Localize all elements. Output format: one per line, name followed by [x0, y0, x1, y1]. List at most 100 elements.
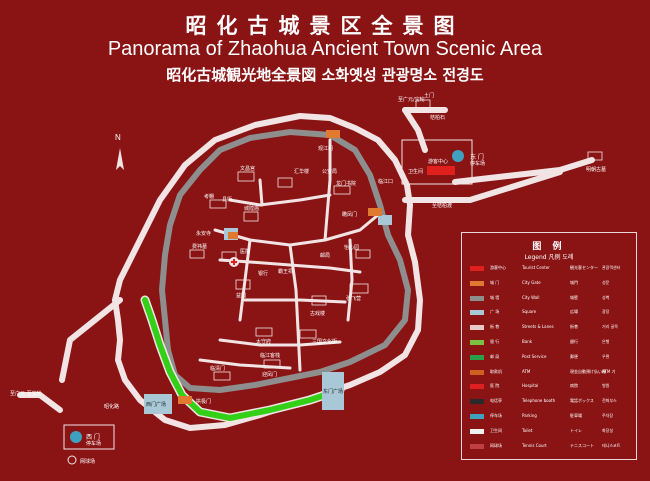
label-yongan: 永安寺 [196, 231, 212, 237]
label-zhangfei: 张飞营 [346, 296, 362, 302]
label-bank: 银行 [258, 271, 269, 277]
label-xiangxing: 城隍庙 [244, 206, 260, 212]
building-glyphs [189, 99, 603, 381]
legend-title: 图 例 [532, 242, 566, 252]
legend-text-en: Post Service [522, 353, 547, 359]
label-west-gate-area: 拱极门 [196, 399, 212, 405]
legend-swatch [470, 428, 484, 434]
legend-text-jp: 広場 [570, 309, 578, 315]
access-roads [17, 107, 595, 413]
legend-text-cn: 电话亭 [490, 398, 502, 404]
legend-text-cn: 医 院 [490, 383, 500, 389]
legend-text-jp: 観光客センター [570, 265, 598, 270]
label-tennis: 网球场 [80, 459, 96, 465]
label-zhaohua-road: 昭化路 [104, 404, 120, 410]
label-huihua: 汇华楼 [294, 169, 310, 175]
legend-swatch [470, 399, 484, 405]
legend-swatch [470, 295, 484, 301]
legend-row: 城 墙 City Wall 城壁 성벽 [470, 293, 634, 304]
legend-text-en: Hospital [522, 383, 539, 389]
label-yingfeng-road: 至桔柏渡 [432, 203, 453, 209]
legend-text-en: Square [522, 309, 537, 315]
legend-swatch [470, 266, 484, 271]
legend-text-en: Toilet [522, 427, 533, 433]
label-wenchang: 文昌宫 [240, 166, 256, 172]
legend-text-jp: 現金自動預け払い機 [570, 368, 606, 374]
label-baoning-gate: 瞻凤门 [342, 212, 358, 218]
legend-text-cn: 城 墙 [490, 294, 500, 300]
legend-text-kr: 광장 [602, 309, 610, 315]
legend-text-jp: 城門 [570, 279, 578, 285]
legend-text-jp: 銀行 [570, 339, 578, 344]
label-tourist-center: 游客中心 [428, 159, 449, 165]
east-gate-parking-area [401, 139, 473, 185]
label-guanghua-north: 至广元/宝轮 [398, 97, 425, 103]
square-marker-2 [378, 215, 392, 225]
label-yiyuan: 益园 [236, 293, 247, 299]
label-tuhuai: 土门 [424, 93, 435, 99]
legend-text-jp: 電話ボックス [570, 398, 594, 404]
west-gate-parking-area [63, 424, 115, 450]
title-chinese: 昭化古城景区全景图 [185, 13, 465, 38]
legend-text-cn: 银 行 [490, 339, 500, 344]
label-post: 邮局 [320, 253, 331, 259]
legend-text-cn: 广 场 [490, 309, 500, 315]
tourist-center-block [427, 166, 455, 175]
legend-text-kr: 성벽 [602, 294, 610, 300]
label-yamen: 县衙 [222, 197, 233, 203]
label-taishou: 太守府 [256, 339, 272, 345]
label-dongyuan: 费祎墓 [192, 244, 208, 250]
city-wall [159, 129, 411, 393]
legend-text-cn: 卫生间 [490, 427, 502, 433]
label-kaiyuan-tower: 观江阁 [318, 146, 334, 152]
legend-text-jp: テニスコート [570, 442, 594, 448]
label-east-gate-area: 迎凤门 [262, 372, 278, 378]
legend-text-cn: 游客中心 [490, 265, 506, 270]
label-ancient-theatre: 古戏楼 [310, 311, 326, 317]
label-lianggang: 怡心园 [344, 245, 360, 251]
legend-swatch [470, 325, 484, 331]
legend-panel: 图 例 Legend 凡例 도례 游客中心 Tourist Center 観光客セン… [461, 232, 637, 460]
ring-road [112, 113, 423, 431]
legend-text-kr: 병원 [602, 383, 610, 389]
label-west-gate-parking: 西 门 [86, 434, 100, 441]
title-japanese-korean: 昭化古城観光地全景図 소화옛성 관광명소 전경도 [166, 66, 484, 84]
legend-subtitle: Legend 凡例 도례 [524, 254, 574, 261]
legend-text-kr: 은행 [602, 339, 610, 344]
east-parking-icon [452, 150, 464, 162]
legend-text-en: City Wall [522, 294, 540, 300]
legend-text-en: Tourist Center [522, 265, 550, 270]
label-longmen-academy: 龙门书院 [336, 181, 357, 187]
legend-text-cn: 街 巷 [490, 324, 500, 330]
legend-text-kr: 성문 [602, 279, 610, 285]
label-square-east: 东门广场 [323, 389, 344, 395]
legend-swatch [470, 443, 484, 449]
city-gates [178, 130, 382, 404]
legend-text-kr: ATM 기 [602, 368, 616, 374]
legend-text-jp: 駐車場 [570, 413, 582, 418]
label-bawang: 霸王祠 [278, 269, 294, 275]
legend-text-jp: 街巷 [570, 324, 578, 330]
streets [198, 138, 380, 372]
legend-text-jp: 城壁 [570, 294, 578, 300]
label-south-gate: 临清门 [210, 366, 226, 372]
west-gate-square [144, 394, 172, 414]
label-linhekou: 临江口 [378, 179, 394, 185]
title-english: Panorama of Zhaohua Ancient Town Scenic … [107, 38, 543, 60]
east-gate-square [322, 372, 344, 410]
legend-text-jp: 郵便 [570, 353, 578, 359]
legend-text-en: Parking [522, 413, 537, 418]
legend-text-cn: 停车场 [490, 413, 502, 418]
legend-text-cn: 网球场 [490, 442, 502, 448]
legend-text-en: City Gate [522, 279, 541, 285]
